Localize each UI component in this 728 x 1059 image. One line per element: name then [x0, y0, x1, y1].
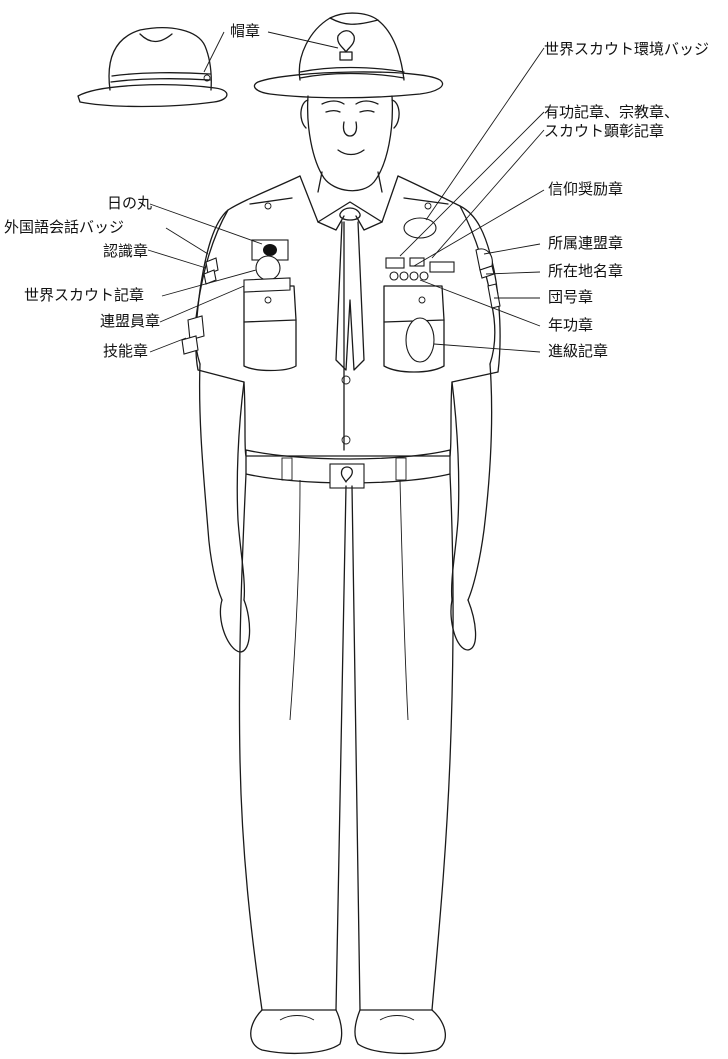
- hat-detail: [77, 27, 228, 108]
- label-world-environment-badge: 世界スカウト環境バッジ: [544, 40, 710, 58]
- label-skill-badge: 技能章: [102, 342, 148, 360]
- label-location-badge: 所在地名章: [548, 262, 624, 280]
- shoes: [250, 1009, 446, 1055]
- trousers: [238, 473, 454, 1011]
- label-federation-badge: 所属連盟章: [548, 234, 624, 252]
- label-advancement-badge: 進級記章: [548, 342, 609, 360]
- label-recognition-badge: 認識章: [102, 242, 148, 260]
- label-service-badge: 年功章: [548, 316, 594, 334]
- label-merit-line-1: 有功記章、宗教章、: [544, 103, 680, 121]
- label-foreign-language-badge: 外国語会話バッジ: [4, 218, 125, 236]
- label-merit-line-2: スカウト顕彰記章: [544, 122, 665, 140]
- leader-lines: [147, 31, 545, 353]
- label-member-badge: 連盟員章: [99, 312, 160, 330]
- label-hinomaru: 日の丸: [106, 194, 152, 212]
- label-faith-badge: 信仰奨励章: [548, 180, 624, 198]
- label-troop-number-badge: 団号章: [548, 288, 594, 306]
- campaign-hat: [253, 12, 444, 99]
- label-world-scout-badge: 世界スカウト記章: [24, 286, 145, 304]
- head: [300, 95, 400, 193]
- badges: [181, 217, 501, 363]
- label-hat-badge: 帽章: [230, 22, 261, 40]
- shirt: [194, 175, 501, 457]
